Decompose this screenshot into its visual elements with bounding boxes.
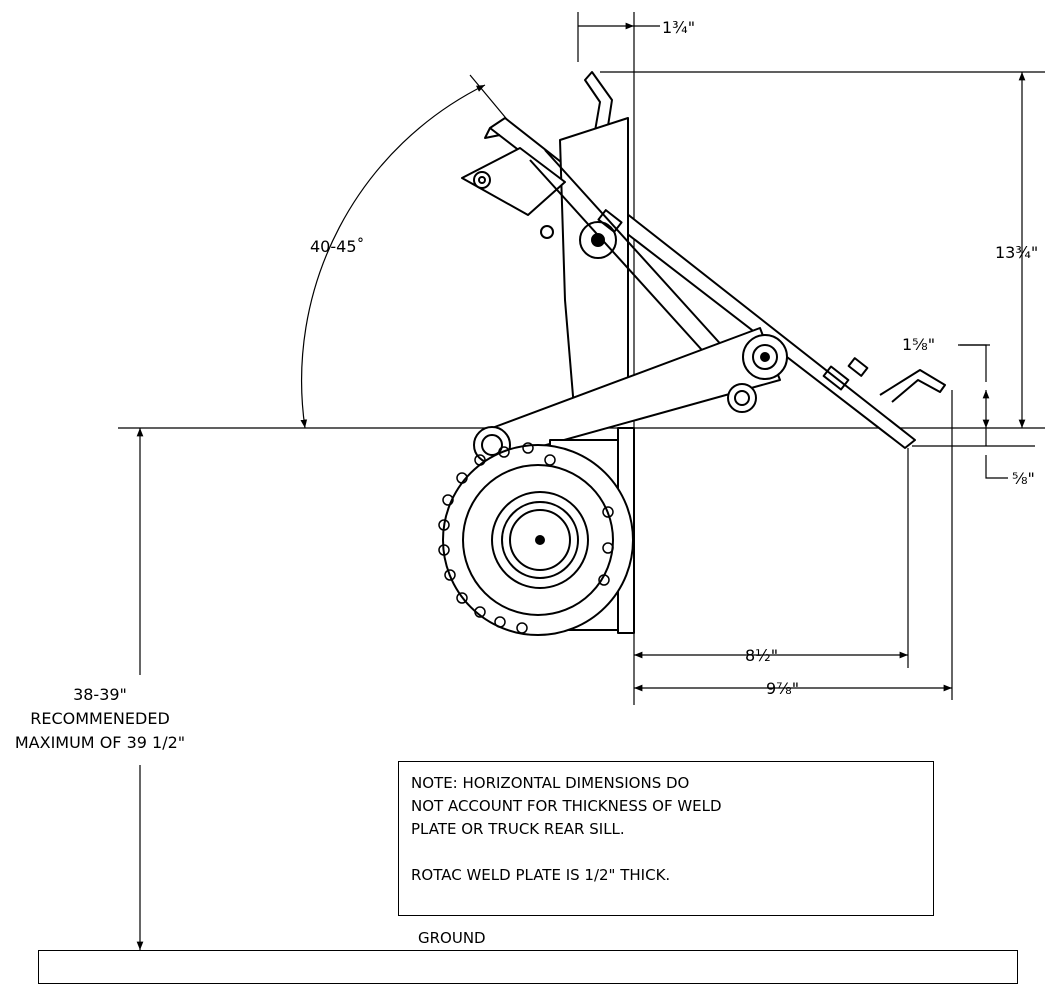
dim-lower-small-leader [985,455,1008,479]
rotator-hub-mid [501,501,579,579]
note-line1: NOTE: HORIZONTAL DIMENSIONS DO [411,774,690,792]
base-pivot-inner [481,434,503,456]
dim-angle-arc [300,84,486,429]
dim-vertical-height: 13¾" [995,243,1038,262]
mechanism [438,71,946,636]
dim-top-offset: 1¾" [662,18,695,37]
dim-angle: 40-45˚ [310,237,365,256]
rotator-ring [462,464,614,616]
plate-tab-2 [822,365,850,391]
lower-hook [879,369,946,403]
lower-arm-pivot-core [760,352,770,362]
roller-core [734,390,750,406]
height-label-line1: 38-39" [73,685,127,704]
height-label-line3: MAXIMUM OF 39 1/2" [14,733,186,752]
upper-middle-pivot [540,225,554,239]
rotator-center [535,535,545,545]
upright-column [559,117,629,421]
ground-label: GROUND [418,929,486,947]
dim-horizontal-inner: 8½" [745,646,778,665]
height-label: 38-39" RECOMMENEDED MAXIMUM OF 39 1/2" [0,683,200,755]
note-line3: PLATE OR TRUCK REAR SILL. [411,820,625,838]
dim-upper-small: 1⅝" [902,335,935,354]
upper-left-pivot [473,171,491,189]
dim-upper-small-leader [958,344,987,382]
note-line4: ROTAC WELD PLATE IS 1/2" THICK. [411,866,671,884]
upper-left-pivot-hole [478,176,486,184]
plate-tab-3 [847,357,869,377]
strut-1 [529,159,721,371]
bolt-circle [438,442,614,634]
height-label-line2: RECOMMENEDED [30,709,170,728]
upper-hook [484,127,501,139]
rotator-hub-inner [509,509,571,571]
dimension-lines [136,22,1026,950]
note-box: NOTE: HORIZONTAL DIMENSIONS DO NOT ACCOU… [398,761,934,916]
roller [727,383,757,413]
lower-arm-pivot-inner [752,344,778,370]
strut-2 [544,149,736,361]
dim-horizontal-outer: 9⅞" [766,679,799,698]
upper-linkage [461,147,566,216]
note-gap [411,841,921,864]
dim-lower-small: ⅝" [1012,469,1035,488]
plate-tab-1 [597,209,623,233]
note-line2: NOT ACCOUNT FOR THICKNESS OF WELD [411,797,722,815]
ground-box [38,950,1018,984]
